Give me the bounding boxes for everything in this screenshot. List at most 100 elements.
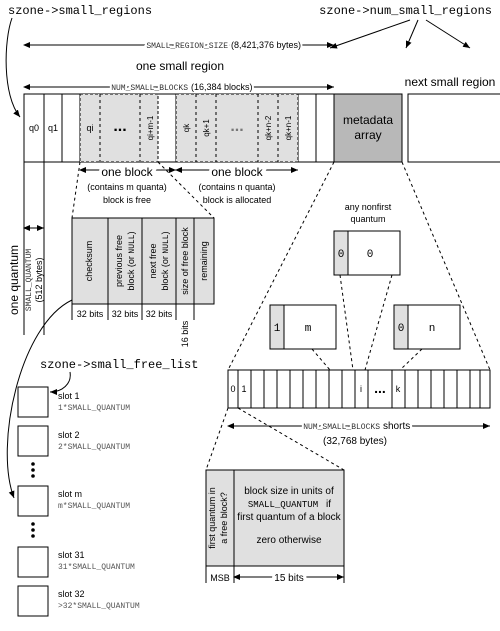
array-cell-ellipsis: ... (374, 380, 386, 396)
bitfield-box (393, 304, 409, 350)
entry-desc-suffix: if (326, 499, 331, 510)
slot-ellipsis-2 (31, 522, 35, 538)
nonfirst-cell-value: 0 (367, 249, 374, 261)
slot-1-label: slot 1 (58, 391, 80, 401)
slot-31-box (17, 546, 49, 578)
svg-text:previous free: previous free (114, 235, 124, 287)
nonfirst-cell-msb: 0 (338, 249, 345, 261)
free-list-arrow (49, 371, 71, 395)
num-blocks-value: (16,384 blocks) (191, 82, 253, 92)
free-block-region (79, 93, 159, 163)
num-small-regions-pointer: szone->num_small_regions (319, 4, 492, 18)
connector-line (227, 161, 335, 371)
small-regions-arrow (5, 17, 21, 118)
svg-text:block (or NULL): block (or NULL) (160, 231, 171, 290)
metadata-label-2: array (354, 128, 381, 142)
bits-next: 32 bits (146, 309, 173, 319)
entry-msb-text: first quantum in a free block? (207, 487, 229, 549)
alloc-block-title: one block (211, 165, 263, 179)
slot-32-value: >32*SMALL_QUANTUM (58, 602, 140, 611)
array-cell-k: k (396, 384, 401, 394)
free-block-structure (71, 217, 215, 305)
quantum-name: SMALL_QUANTUM (25, 249, 34, 312)
metadata-array-box (333, 93, 403, 163)
small-regions-pointer: szone->small_regions (8, 4, 152, 18)
connector-line (399, 348, 423, 371)
cell-ellipsis-alloc: ... (230, 118, 243, 135)
slot-m-value: m*SMALL_QUANTUM (58, 502, 130, 511)
field-remaining: remaining (199, 241, 209, 281)
first-free-cell-value: m (305, 323, 312, 335)
next-small-region-label: next small region (405, 75, 496, 89)
svg-text:block (or NULL): block (or NULL) (126, 231, 137, 290)
metadata-label-1: metadata (343, 113, 393, 127)
metadata-array-strip (227, 369, 491, 409)
connector-line (71, 161, 81, 219)
num-regions-arrow-1 (329, 19, 411, 49)
slot-1-box (17, 386, 49, 418)
one-quantum-label: one quantum (7, 245, 21, 315)
shorts-word: shorts (383, 421, 410, 432)
shorts-bytes: (32,768 bytes) (323, 436, 387, 447)
slot-2-box (17, 425, 49, 457)
cell-q0: q0 (29, 123, 39, 133)
slot-31-label: slot 31 (58, 550, 85, 560)
slot-2-value: 2*SMALL_QUANTUM (58, 443, 130, 452)
slot-32-box (17, 585, 49, 617)
first-alloc-cell-msb: 0 (398, 323, 405, 335)
nonfirst-label-2: quantum (350, 214, 385, 224)
slot-m-arrow (6, 299, 73, 499)
connector-line (205, 407, 229, 471)
slot-ellipsis-1 (31, 462, 35, 478)
alloc-block-sub: (contains n quanta) (198, 182, 275, 192)
cell-qk: qk (182, 123, 191, 132)
free-list-title: szone->small_free_list (40, 358, 198, 372)
region-size-value: (8,421,376 bytes) (231, 40, 301, 50)
slot-32-label: slot 32 (58, 589, 85, 599)
field-size: size of free block (180, 227, 190, 295)
field-previous: previous free block (or NULL) (114, 231, 137, 290)
region-size-name: SMALL_REGION_SIZE (146, 42, 228, 51)
entry-detail-box (205, 469, 345, 567)
free-block-state: block is free (103, 195, 151, 205)
nonfirst-label-1: any nonfirst (345, 202, 392, 212)
bits-previous: 32 bits (112, 309, 139, 319)
cell-qk-1: qk+1 (202, 119, 211, 137)
cell-qk-n-1: qk+n-1 (284, 115, 293, 140)
field-checksum: checksum (84, 241, 94, 282)
num-regions-arrow-3 (425, 19, 471, 49)
entry-msb-label: MSB (210, 573, 230, 583)
bitfield-box (269, 304, 285, 350)
free-block-sub: (contains m quanta) (87, 182, 167, 192)
shorts-name: NUM_SMALL_BLOCKS (303, 423, 380, 432)
bits-checksum: 32 bits (77, 309, 104, 319)
entry-desc-3: first quantum of a block (237, 512, 341, 523)
connector-line (311, 348, 331, 371)
free-block-title: one block (101, 165, 153, 179)
cell-ellipsis-free: ... (113, 118, 126, 135)
num-regions-arrow-2 (405, 19, 419, 49)
slot-m-label: slot m (58, 489, 82, 499)
svg-text:a free block?: a free block? (219, 492, 229, 544)
next-small-region-box (407, 93, 500, 163)
field-next: next free block (or NULL) (148, 231, 171, 290)
connector-line (157, 161, 215, 219)
connector-line (237, 407, 345, 471)
entry-desc-4: zero otherwise (256, 535, 321, 546)
first-alloc-cell-value: n (429, 323, 436, 335)
svg-text:first quantum in: first quantum in (207, 487, 217, 549)
bits-size: 16 bits (180, 320, 190, 347)
svg-text:next free: next free (148, 243, 158, 278)
slot-m-box (17, 485, 49, 517)
alloc-block-state: block is allocated (203, 195, 272, 205)
array-cell-0: 0 (230, 384, 235, 394)
one-small-region-label: one small region (136, 59, 224, 73)
quantum-size: (512 bytes) (34, 257, 44, 302)
connector-line (401, 161, 491, 371)
entry-desc-name: SMALL_QUANTUM (248, 500, 318, 510)
array-cell-i: i (360, 384, 362, 394)
slot-1-value: 1*SMALL_QUANTUM (58, 404, 130, 413)
connector-line (339, 274, 354, 371)
slot-31-value: 31*SMALL_QUANTUM (58, 563, 135, 572)
